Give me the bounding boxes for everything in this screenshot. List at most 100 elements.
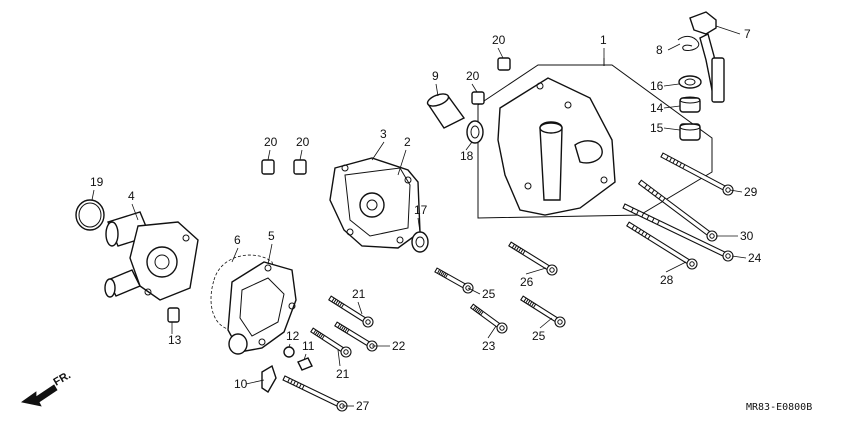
callout-1: 1 [600, 33, 607, 47]
callout-12: 12 [286, 329, 300, 343]
dowel-pin-20-top [497, 57, 511, 71]
callout-20d: 20 [296, 135, 310, 149]
leader-21a [357, 301, 363, 315]
callout-4: 4 [128, 189, 135, 203]
dowel-pin-20-left2 [293, 159, 307, 175]
callout-22: 22 [392, 339, 406, 353]
pipe-9 [426, 93, 466, 129]
bolt-25a [434, 267, 474, 294]
leader-20d [299, 149, 303, 161]
callout-25a: 25 [482, 287, 496, 301]
front-arrow-icon [21, 384, 58, 407]
bolt-30 [637, 179, 718, 242]
callout-24: 24 [748, 251, 762, 265]
bolt-set [282, 152, 734, 412]
water-pump-cover [227, 261, 297, 355]
callout-labels: 1 2 3 4 5 6 7 8 9 10 11 12 13 14 15 16 1… [90, 27, 762, 413]
leader-19 [91, 189, 95, 201]
leader-11 [303, 353, 307, 361]
bolt-21a [328, 295, 374, 328]
bolt-28 [626, 221, 698, 270]
bolt-25b [520, 295, 566, 328]
diagram-code: MR83-E0800B [746, 402, 812, 413]
bolt-27 [282, 375, 348, 412]
o-ring-18 [466, 120, 484, 144]
bolt-26 [508, 241, 558, 276]
bolt-21b [310, 327, 352, 358]
leader-5 [267, 243, 273, 265]
leader-20b [471, 83, 478, 93]
leader-21b [337, 349, 341, 367]
callout-21a: 21 [352, 287, 366, 301]
leader-10 [245, 379, 265, 385]
leader-25b [539, 317, 553, 329]
callout-23: 23 [482, 339, 496, 353]
callout-7: 7 [744, 27, 751, 41]
leader-2 [397, 149, 407, 176]
callout-20c: 20 [264, 135, 278, 149]
dowel-pin-20-left [261, 159, 275, 175]
leader-16 [663, 83, 680, 87]
dowel-pin-20-mid [471, 91, 485, 105]
callout-27: 27 [356, 399, 370, 413]
callout-5: 5 [268, 229, 275, 243]
leader-6 [231, 247, 239, 263]
leader-lines [91, 25, 747, 407]
callout-3: 3 [380, 127, 387, 141]
front-label: FR. [52, 369, 73, 388]
callout-20a: 20 [492, 33, 506, 47]
bolt-29 [660, 152, 734, 196]
callout-19: 19 [90, 175, 104, 189]
washer-12 [283, 346, 295, 358]
thermostat-housing [104, 211, 199, 301]
leader-28 [665, 261, 687, 273]
leader-12 [288, 343, 291, 348]
leader-8 [667, 43, 681, 51]
callout-8: 8 [656, 43, 663, 57]
callout-29: 29 [744, 185, 758, 199]
leader-14 [663, 105, 681, 109]
leader-3 [371, 141, 385, 161]
sensor-cap [689, 11, 725, 103]
clamp-10 [261, 364, 277, 393]
callout-25b: 25 [532, 329, 546, 343]
front-direction-indicator: FR. [21, 369, 73, 407]
leader-25a [467, 287, 481, 295]
leader-9 [435, 83, 439, 97]
leader-7 [715, 25, 741, 35]
leader-26 [525, 267, 547, 275]
callout-16: 16 [650, 79, 664, 93]
pump-body [329, 157, 421, 249]
leader-18 [465, 141, 473, 151]
seal-14 [679, 96, 701, 113]
callout-13: 13 [168, 333, 182, 347]
leader-4 [131, 203, 139, 221]
bolt-23 [469, 303, 508, 334]
callout-28: 28 [660, 273, 674, 287]
seal-15 [679, 123, 701, 141]
leader-20a [497, 47, 504, 59]
callout-11: 11 [302, 339, 315, 353]
callout-9: 9 [432, 69, 439, 83]
leader-17 [417, 217, 421, 233]
leader-24 [731, 255, 747, 259]
leader-29 [729, 189, 743, 193]
pump-cover-assembly [477, 58, 713, 219]
washer-11 [297, 357, 313, 371]
callout-2: 2 [404, 135, 411, 149]
callout-18: 18 [460, 149, 474, 163]
leader-15 [663, 127, 681, 131]
clip-spring [677, 35, 700, 51]
leader-20c [267, 149, 271, 161]
callout-6: 6 [234, 233, 241, 247]
o-ring-19 [75, 199, 105, 231]
callout-21b: 21 [336, 367, 350, 381]
callout-14: 14 [650, 101, 664, 115]
dowel-pin-13 [167, 307, 180, 323]
callout-10: 10 [234, 377, 248, 391]
callout-30: 30 [740, 229, 754, 243]
o-ring-17 [411, 231, 429, 253]
callout-17: 17 [414, 203, 428, 217]
leader-23 [487, 325, 497, 339]
